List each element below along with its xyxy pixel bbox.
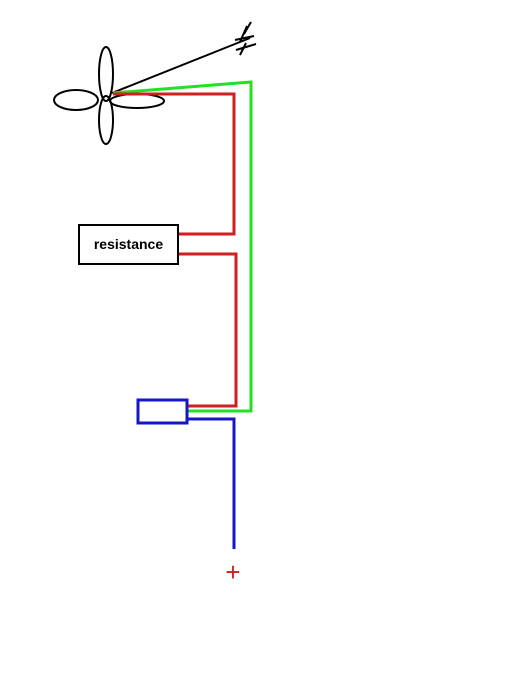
fan-blade-top xyxy=(98,46,114,102)
red-wire-resistor-to-switch xyxy=(179,252,238,408)
fan-blade-left xyxy=(53,89,99,111)
blue-wire xyxy=(188,417,236,549)
black-wire xyxy=(111,37,251,94)
switch-box xyxy=(136,398,189,425)
resistor-label: resistance xyxy=(94,236,163,252)
resistor-box: resistance xyxy=(78,224,179,265)
fan-blade-bottom xyxy=(98,95,114,145)
fan-blade-right xyxy=(109,93,165,109)
plus-terminal-icon: + xyxy=(225,557,240,587)
ground-icon xyxy=(234,21,257,56)
fan-icon xyxy=(53,46,165,145)
green-wire xyxy=(112,80,253,413)
red-wire-fan-to-resistor xyxy=(113,92,236,236)
